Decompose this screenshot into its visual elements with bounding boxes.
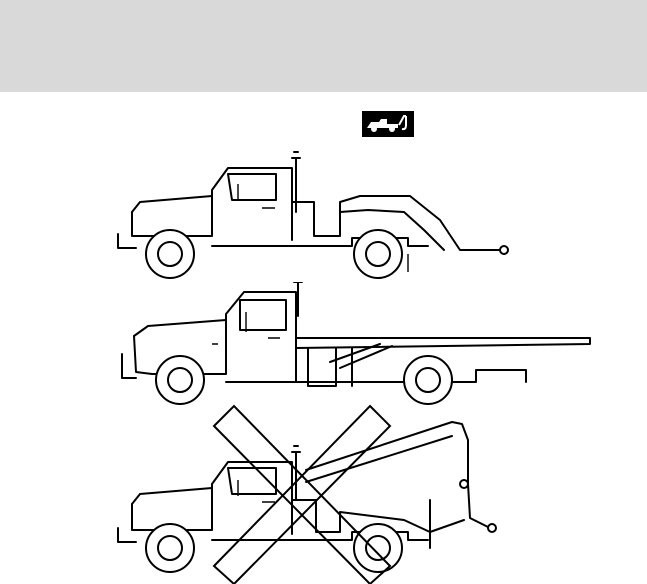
sling-tow-truck-illustration — [0, 400, 647, 584]
tow-truck-icon — [362, 111, 414, 137]
flatbed-tow-truck-illustration — [0, 282, 647, 408]
header-band — [0, 0, 647, 92]
wheel-lift-tow-truck-illustration — [0, 150, 647, 280]
